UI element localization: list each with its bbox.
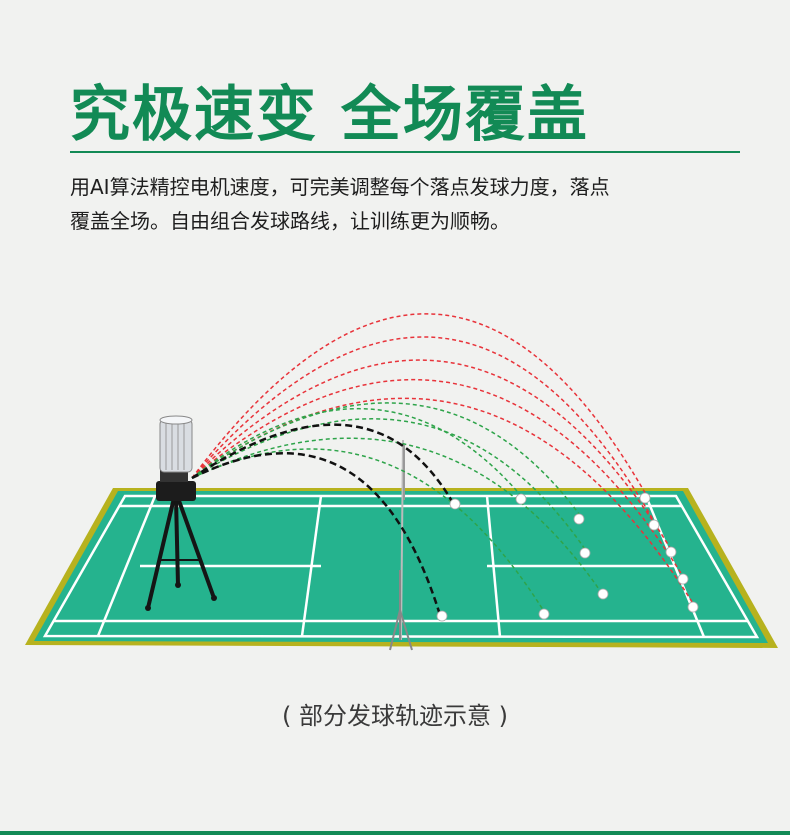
black-trajectories bbox=[191, 423, 455, 616]
shuttlecock bbox=[639, 492, 651, 504]
page-title: 究极速变 全场覆盖 bbox=[70, 80, 589, 150]
shuttlecock bbox=[677, 573, 689, 585]
shuttlecock bbox=[648, 519, 660, 531]
shuttlecock bbox=[449, 498, 461, 510]
description-line-1: 用AI算法精控电机速度，可完美调整每个落点发球力度，落点 bbox=[70, 175, 610, 199]
shuttlecock bbox=[687, 601, 699, 613]
description: 用AI算法精控电机速度，可完美调整每个落点发球力度，落点 覆盖全场。自由组合发球… bbox=[70, 170, 750, 238]
shuttlecock bbox=[436, 610, 448, 622]
shuttlecock bbox=[597, 588, 609, 600]
shuttlecock bbox=[665, 546, 677, 558]
description-line-2: 覆盖全场。自由组合发球路线，让训练更为顺畅。 bbox=[70, 209, 510, 233]
shuttlecock bbox=[579, 547, 591, 559]
court-illustration bbox=[25, 313, 778, 651]
shuttlecock bbox=[538, 608, 550, 620]
bottom-accent-bar bbox=[0, 831, 790, 835]
net bbox=[389, 439, 413, 651]
shuttlecock bbox=[515, 493, 527, 505]
illustration-caption: ( 部分发球轨迹示意 ) bbox=[282, 702, 508, 730]
shuttlecocks bbox=[436, 492, 699, 622]
title-divider bbox=[70, 151, 740, 153]
shuttle-launcher bbox=[145, 415, 217, 611]
shuttlecock bbox=[573, 513, 585, 525]
